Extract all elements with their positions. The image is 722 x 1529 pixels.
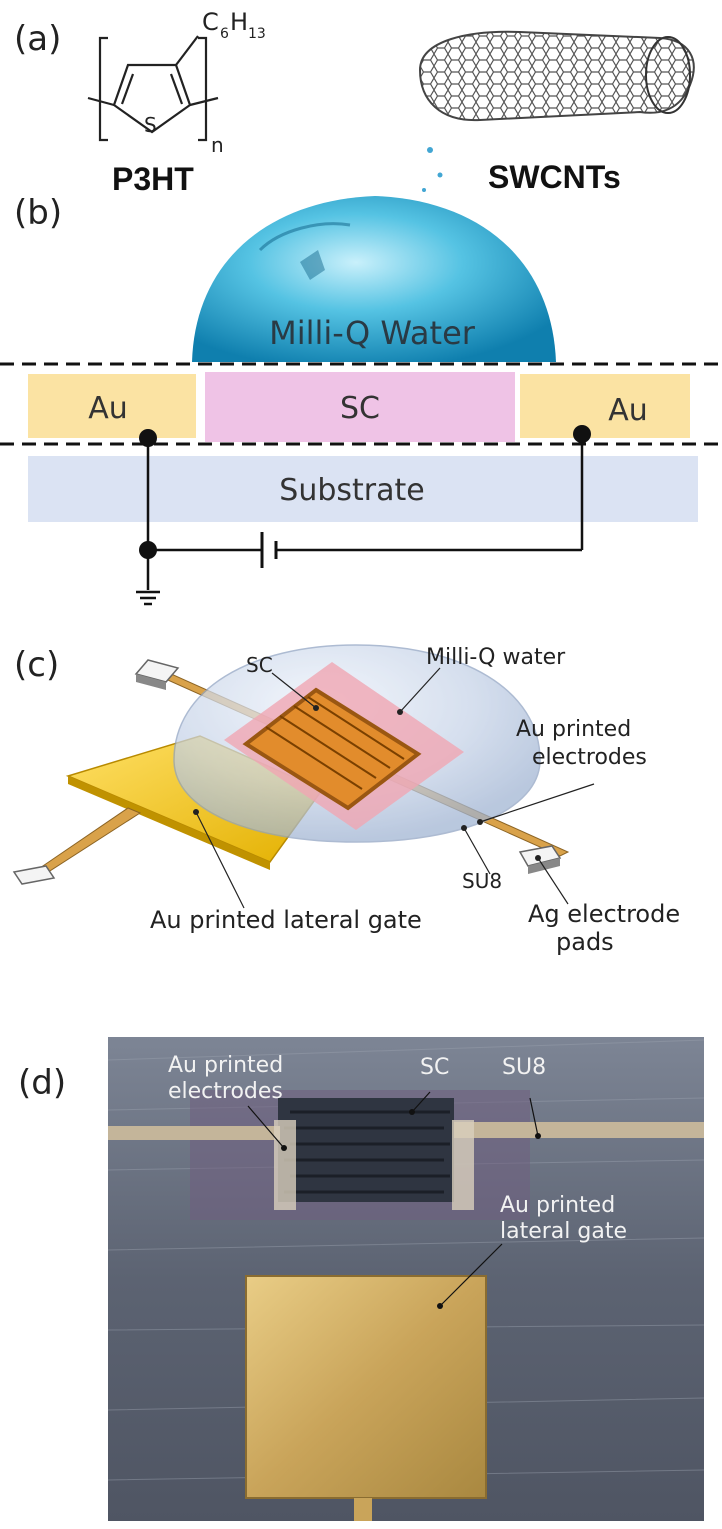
- swcnt-name: SWCNTs: [488, 159, 621, 195]
- nanotube-body: [418, 30, 695, 122]
- callout-pads-c-1: Ag electrode: [528, 900, 680, 928]
- swcnt-tube: [418, 30, 695, 192]
- gate-lead: [33, 807, 142, 877]
- callout-electrodes-c-2: electrodes: [532, 745, 647, 770]
- callout-su8-d: SU8: [502, 1055, 546, 1080]
- ag-pad-top-side: [136, 674, 166, 690]
- p3ht-substituent-h: H: [230, 8, 248, 36]
- callout-pads-c-2: pads: [556, 928, 614, 956]
- photo-channel: [278, 1098, 454, 1202]
- au-left-label: Au: [88, 391, 128, 426]
- callout-water-c: Milli-Q water: [426, 645, 566, 670]
- bracket-left: [98, 36, 108, 142]
- p3ht-substituent-c: C: [202, 8, 219, 36]
- callout-electrodes-c-1: Au printed: [516, 717, 631, 742]
- au-right-layer: [520, 374, 690, 438]
- panel-d: [107, 1037, 705, 1521]
- callout-sc-d: SC: [420, 1055, 449, 1080]
- water-label: Milli-Q Water: [269, 314, 476, 352]
- bracket-right: [198, 36, 208, 142]
- panel-b: [0, 196, 722, 606]
- double-bond-right: [169, 73, 184, 105]
- water-drop-small: [437, 172, 443, 178]
- callout-dot: [397, 709, 403, 715]
- callout-dot: [477, 819, 483, 825]
- nanotube-end: [645, 36, 691, 114]
- callout-lines-c: [195, 667, 595, 909]
- au-right-label: Au: [608, 393, 648, 428]
- callout-dot: [409, 1109, 415, 1115]
- photo-contact-right: [452, 1120, 474, 1210]
- chain-bond-right: [189, 96, 219, 107]
- gate-pad-side: [68, 776, 270, 870]
- ag-pad-right-side: [528, 858, 560, 874]
- callout-dot: [535, 1133, 541, 1139]
- photo-gate-pad: [245, 1275, 487, 1499]
- contact-dot-right: [573, 425, 591, 443]
- callout-dot: [313, 705, 319, 711]
- substrate-layer: [28, 456, 698, 522]
- water-drop-small: [422, 188, 426, 192]
- callout-dot: [437, 1303, 443, 1309]
- water-texture: [300, 250, 325, 280]
- repeat-subscript: n: [211, 133, 224, 157]
- circuit-wires: [136, 434, 584, 606]
- callout-dot: [281, 1145, 287, 1151]
- au-left-layer: [28, 374, 196, 438]
- interdigitated-electrodes: [242, 687, 422, 811]
- callout-su8-c: SU8: [462, 869, 502, 893]
- callout-sc-c: SC: [246, 653, 273, 677]
- callout-gate-d-1: Au printed: [500, 1193, 615, 1218]
- water-texture: [258, 222, 351, 252]
- photo-gate-lead: [354, 1498, 372, 1521]
- callout-dot: [535, 855, 541, 861]
- panel-c: [12, 644, 595, 909]
- node-dot: [139, 541, 157, 559]
- alkyl-bond: [175, 35, 199, 66]
- p3ht-substituent-sub2: 13: [248, 26, 266, 42]
- panel-d-label: (d): [18, 1063, 66, 1103]
- thiophene-ring: [112, 63, 192, 134]
- photo-contact-left: [274, 1120, 296, 1210]
- callout-lines-d: [247, 1091, 539, 1307]
- substrate-label: Substrate: [279, 473, 424, 508]
- panel-a: [87, 30, 695, 192]
- callout-gate-d-2: lateral gate: [500, 1219, 627, 1244]
- contact-dot-left: [139, 429, 157, 447]
- thiophene-sulfur: S: [144, 113, 157, 137]
- sc-layer: [205, 372, 515, 442]
- double-bond-left: [120, 73, 135, 105]
- p3ht-substituent-sub1: 6: [220, 26, 229, 42]
- ag-pad-gate: [12, 865, 56, 885]
- water-droplet: [192, 196, 556, 362]
- panel-a-label: (a): [14, 19, 61, 59]
- callout-dot: [193, 809, 199, 815]
- p3ht-name: P3HT: [112, 161, 194, 197]
- water-drop-small: [427, 147, 433, 153]
- sc-label: SC: [340, 391, 380, 426]
- photo-lead-right: [454, 1122, 704, 1138]
- callout-gate-c: Au printed lateral gate: [150, 906, 422, 934]
- p3ht-structure: [87, 35, 219, 142]
- panel-c-label: (c): [14, 645, 59, 685]
- photo-lead-left: [108, 1126, 280, 1140]
- callout-dot: [461, 825, 467, 831]
- photo-fingers: [284, 1110, 450, 1194]
- callout-electrodes-d-2: electrodes: [168, 1079, 283, 1104]
- panel-b-label: (b): [14, 193, 62, 233]
- callout-electrodes-d-1: Au printed: [168, 1053, 283, 1078]
